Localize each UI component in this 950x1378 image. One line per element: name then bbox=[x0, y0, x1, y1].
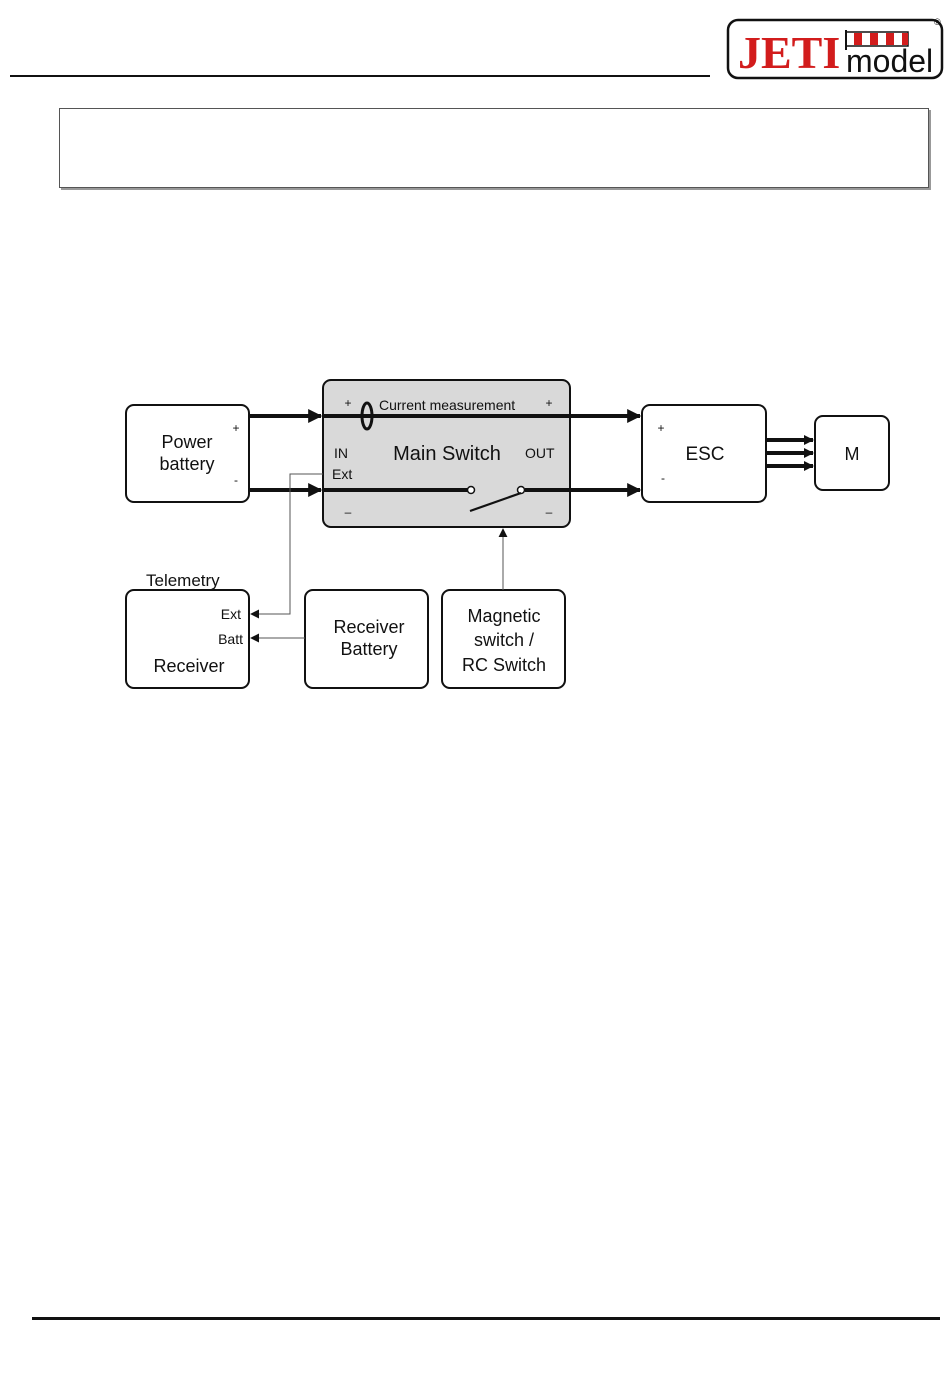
power-battery-line2: battery bbox=[159, 454, 214, 474]
main-switch-ext-label: Ext bbox=[332, 466, 352, 482]
esc-label: ESC bbox=[685, 444, 724, 465]
main-switch-block: Main Switch Current measurement IN OUT E… bbox=[323, 380, 570, 527]
current-measurement-label: Current measurement bbox=[379, 397, 515, 413]
main-switch-title: Main Switch bbox=[393, 443, 501, 465]
motor-block: M bbox=[815, 416, 889, 490]
receiver-block: Receiver Ext Batt bbox=[126, 590, 249, 688]
magnetic-switch-line3: RC Switch bbox=[462, 655, 546, 675]
info-box bbox=[59, 108, 929, 188]
header-rule bbox=[10, 75, 710, 77]
main-switch-minus-left: – bbox=[345, 505, 352, 519]
power-battery-line1: Power bbox=[161, 432, 212, 452]
main-switch-in-label: IN bbox=[334, 445, 348, 461]
jeti-model-logo: JETI model ® bbox=[726, 16, 946, 82]
main-switch-plus-right: + bbox=[545, 396, 552, 410]
receiver-battery-line2: Battery bbox=[340, 639, 397, 659]
main-switch-minus-right: – bbox=[546, 505, 553, 519]
main-switch-out-label: OUT bbox=[525, 445, 555, 461]
telemetry-label: Telemetry bbox=[146, 571, 220, 590]
esc-minus: - bbox=[661, 471, 665, 485]
logo-sub: model bbox=[846, 43, 933, 79]
esc-plus: + bbox=[657, 421, 664, 435]
receiver-label: Receiver bbox=[153, 656, 224, 676]
motor-label: M bbox=[845, 444, 860, 464]
footer-rule bbox=[32, 1317, 940, 1320]
wiring-diagram: Power battery + - Main Switch Current me… bbox=[0, 360, 950, 700]
receiver-battery-line1: Receiver bbox=[333, 617, 404, 637]
esc-block: ESC + - bbox=[642, 405, 766, 502]
registered-mark: ® bbox=[934, 17, 941, 27]
receiver-ext-label: Ext bbox=[221, 606, 241, 622]
magnetic-switch-line2: switch / bbox=[474, 630, 534, 650]
magnetic-switch-block: Magnetic switch / RC Switch bbox=[442, 590, 565, 688]
main-switch-plus-left: + bbox=[344, 396, 351, 410]
power-battery-plus: + bbox=[232, 421, 239, 435]
logo-brand: JETI bbox=[738, 27, 840, 78]
power-battery-block: Power battery + - bbox=[126, 405, 249, 502]
receiver-batt-label: Batt bbox=[218, 631, 243, 647]
magnetic-switch-line1: Magnetic bbox=[467, 606, 540, 626]
receiver-battery-block: Receiver Battery bbox=[305, 590, 428, 688]
power-battery-minus: - bbox=[234, 473, 238, 487]
